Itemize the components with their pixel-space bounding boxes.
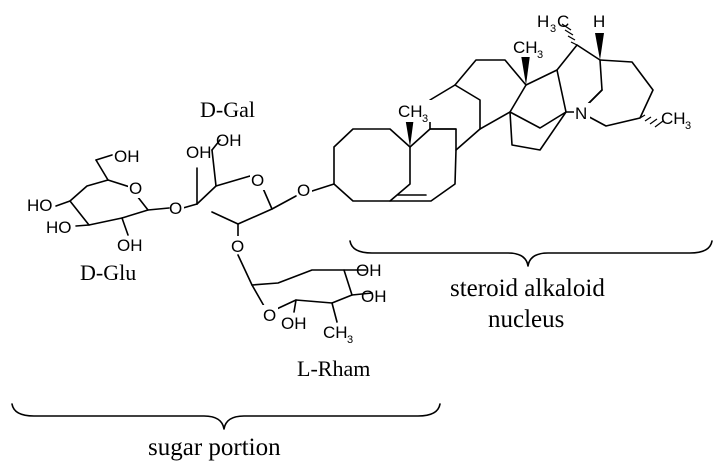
atom-ch3-rham-sub: 3 (347, 334, 353, 346)
hashed-side-methyl (561, 23, 578, 46)
atom-o-gal-ring: O (251, 171, 264, 190)
atom-o-glu-gal: O (169, 199, 182, 218)
atom-h3c-c: C (557, 12, 569, 31)
ring-b (389, 128, 457, 202)
bond-gal-o-glu (182, 203, 198, 209)
label-d-gal: D-Gal (200, 97, 255, 122)
atom-oh-rham-2: OH (356, 261, 382, 280)
atom-oh-gal-1: OH (186, 143, 212, 162)
atom-n: N (575, 104, 587, 123)
bond-o-c3 (308, 183, 335, 193)
bond-gal-o-link (271, 195, 297, 210)
steroid-atom-labels: H 3 C H CH 3 CH 3 N CH 3 O (296, 12, 691, 200)
atom-ch3-right: CH (661, 109, 686, 128)
wedge-c13 (521, 55, 530, 85)
bond-gal-c5-ch2 (211, 149, 217, 187)
steroid-nucleus (308, 23, 664, 202)
glucose-labels: OH O HO HO OH D-Glu (27, 147, 144, 285)
rhamnose-labels: O OH OH OH CH 3 L-Rham (262, 261, 387, 381)
bond-glu-ho2 (75, 224, 90, 227)
bond-rham-oh3 (293, 299, 297, 313)
atom-oh-rham-1: OH (361, 287, 387, 306)
atom-ch3-c13-sub: 3 (537, 49, 543, 61)
bond-rham-ch3 (331, 302, 338, 323)
label-steroid-line1: steroid alkaloid (450, 275, 605, 302)
ring-a (333, 128, 411, 202)
glucose-ring (55, 154, 170, 236)
ring-c (429, 84, 481, 151)
atom-ho-glu-2: HO (46, 218, 72, 237)
wedge-h (595, 33, 604, 60)
label-l-rham: L-Rham (297, 356, 370, 381)
atom-o-glu-ring: O (129, 179, 142, 198)
brace-sugar (11, 403, 441, 430)
bond-glu-oh-bot (121, 217, 129, 236)
bond-gal-ch2-oh (211, 139, 221, 151)
atom-h3c-sub: 3 (550, 23, 556, 35)
atom-ch3-rham: CH (323, 323, 348, 342)
atom-ch3-c13: CH (513, 38, 538, 57)
atom-oh-glu-bot: OH (117, 236, 143, 255)
atom-h: H (593, 12, 605, 31)
atom-o-rham-ring: O (263, 306, 276, 325)
atom-oh-gal-2: OH (216, 131, 242, 150)
hashed-right-methyl (639, 114, 664, 128)
atom-ch3-right-sub: 3 (685, 120, 691, 132)
atom-ch3-c10-sub: 3 (422, 113, 428, 125)
bond-glu-ch2oh (95, 154, 113, 161)
ring-d (454, 59, 527, 130)
label-sugar-portion: sugar portion (148, 434, 281, 461)
bond-glu-o (147, 207, 170, 211)
label-steroid-line2: nucleus (488, 306, 564, 333)
bond-glu-c5 (95, 159, 109, 181)
atom-h3c: H (537, 12, 549, 31)
bond-rham-link (237, 254, 253, 286)
bond-rham-oh1 (351, 292, 373, 296)
galactose-labels: D-Gal OH OH O O O (168, 97, 266, 256)
bond-glu-ho (55, 200, 71, 207)
atom-ch3-c10: CH (398, 102, 423, 121)
ring-e2 (509, 111, 567, 151)
label-d-glu: D-Glu (80, 260, 136, 285)
atom-o-link: O (297, 181, 310, 200)
atom-o-rham-link: O (231, 237, 244, 256)
brace-steroid (349, 240, 713, 267)
atom-oh-glu-top: OH (114, 147, 140, 166)
atom-ho-glu: HO (27, 196, 53, 215)
atom-oh-rham-3: OH (281, 314, 307, 333)
wedge-c10 (405, 117, 414, 147)
rhamnose-ring (237, 254, 373, 323)
